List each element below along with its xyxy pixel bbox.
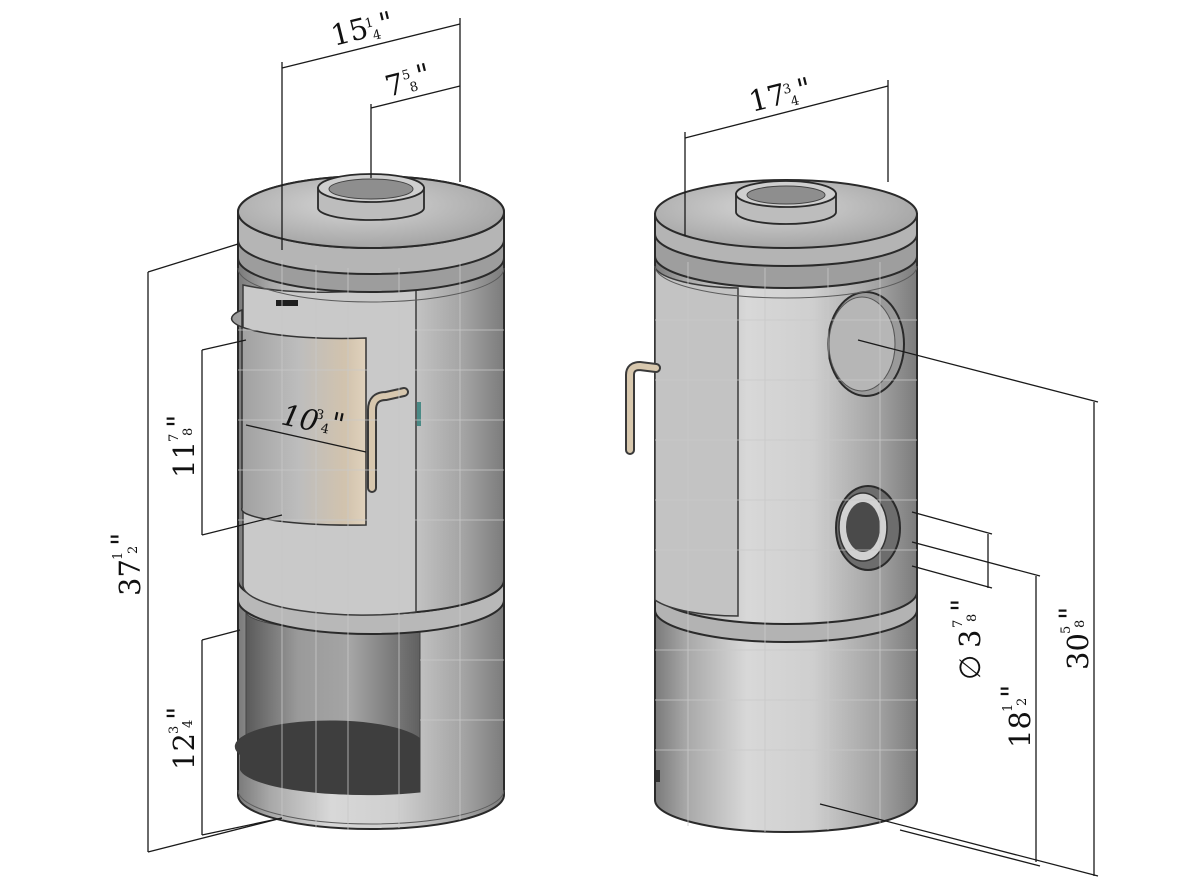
dim-flue-offset-num: 5 — [400, 67, 412, 84]
side-door-panel — [654, 265, 739, 617]
dim-door-width-whole: 10 — [279, 398, 322, 439]
front-stove — [230, 173, 505, 830]
dim-outlet-diameter-inch: " — [945, 599, 979, 612]
dim-depth-den: 4 — [789, 93, 801, 110]
side-foot — [656, 770, 660, 782]
side-stove — [625, 179, 918, 833]
dim-door-height-whole: 11 — [167, 441, 201, 478]
dim-flue-offset-den: 8 — [408, 79, 420, 96]
rear-outlet-spigot — [835, 485, 901, 571]
dim-outlet-diameter-whole: 3 — [953, 630, 987, 648]
dim-overall-height-whole: 37 — [113, 559, 147, 596]
dim-door-height-den: 8 — [181, 428, 196, 436]
dim-outlet-height-inch: " — [995, 685, 1029, 698]
dim-outlet-height-den: 2 — [1015, 698, 1030, 706]
dim-overall-height-num: 1 — [111, 552, 126, 560]
dim-inlet-height-num: 5 — [1059, 626, 1074, 634]
dim-log-store-height-whole: 12 — [167, 733, 201, 770]
dim-outlet-diameter-symbol: ∅ — [953, 655, 987, 680]
dim-log-store-height-inch: " — [161, 707, 195, 720]
front-base-ring — [237, 789, 505, 825]
front-grid-lines — [238, 260, 504, 830]
dim-outlet-diameter-den: 8 — [965, 614, 980, 622]
dim-outlet-height-whole: 18 — [1003, 711, 1037, 748]
dim-door-width-num: 3 — [314, 407, 325, 423]
side-grid-lines — [655, 262, 917, 832]
side-lower-body — [654, 599, 918, 833]
front-dimensions — [147, 18, 461, 853]
front-flue-collar — [317, 173, 425, 221]
dim-log-store-height-num: 3 — [167, 726, 182, 734]
dim-inlet-height-whole: 30 — [1061, 633, 1095, 670]
dim-outlet-height-num: 1 — [1001, 704, 1016, 712]
front-door-glass — [230, 308, 367, 526]
dim-inlet-height-den: 8 — [1073, 620, 1088, 628]
front-indicator — [417, 402, 421, 426]
dim-overall-height-den: 2 — [126, 546, 141, 554]
dim-log-store-height-den: 4 — [181, 720, 196, 728]
side-handle — [625, 360, 661, 455]
side-flue-collar — [735, 180, 837, 225]
log-store-floor — [234, 720, 420, 795]
dim-outlet-diameter-num: 7 — [951, 620, 966, 628]
dim-top-width-den: 4 — [371, 27, 383, 44]
dim-door-height-inch: " — [161, 415, 195, 428]
dim-door-height-num: 7 — [167, 434, 182, 442]
dim-top-width-num: 1 — [363, 15, 375, 32]
side-dimensions — [684, 80, 1099, 877]
dim-inlet-height-inch: " — [1053, 607, 1087, 620]
dim-depth-num: 3 — [781, 81, 793, 98]
dim-door-width-den: 4 — [319, 421, 330, 437]
air-control-slot — [276, 300, 298, 306]
dim-overall-height-inch: " — [105, 533, 139, 546]
